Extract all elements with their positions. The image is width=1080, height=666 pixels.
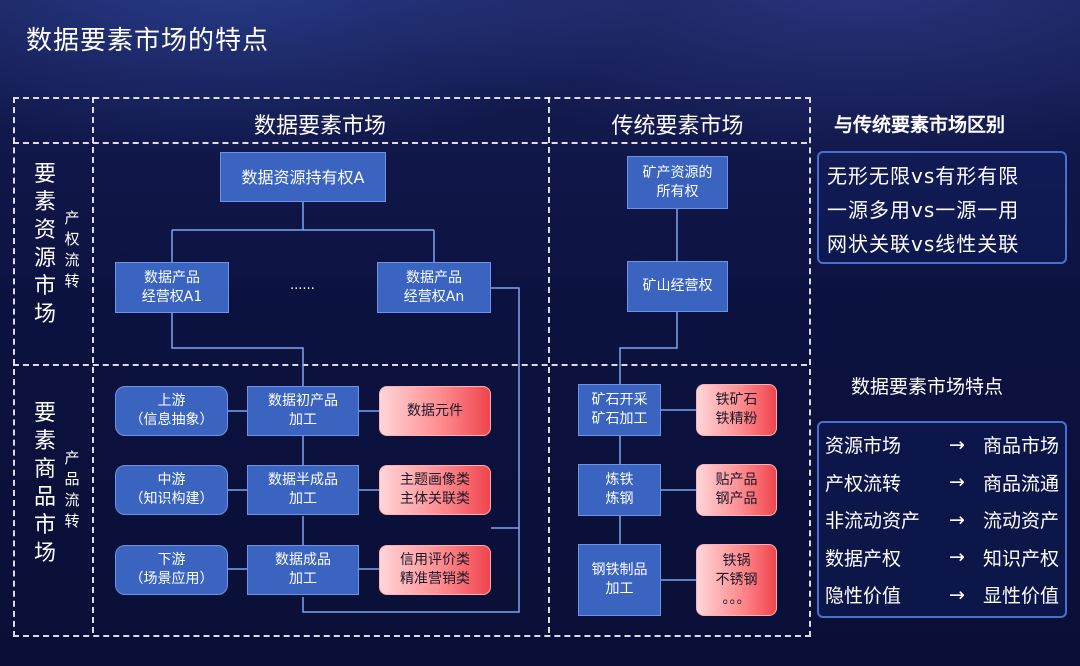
arrow-right-icon: →	[949, 433, 965, 456]
resource-market-row-label: 要素资源市场	[33, 162, 56, 327]
difference-item: 网状关联vs线性关联	[827, 232, 1020, 256]
feature-row: 非流动资产 → 流动资产	[825, 501, 1063, 539]
data-finished-product-processing-box: 数据成品 加工	[247, 545, 359, 595]
features-panel: 资源市场 → 商品市场 产权流转 → 商品流通 非流动资产 → 流动资产 数据产…	[817, 421, 1067, 618]
data-primary-product-processing-box: 数据初产品 加工	[247, 386, 359, 436]
data-ownership-box: 数据资源持有权A	[220, 152, 386, 202]
arrow-right-icon: →	[949, 508, 965, 531]
page-title: 数据要素市场的特点	[26, 26, 270, 56]
mineral-ownership-box: 矿产资源的 所有权	[627, 156, 728, 209]
credit-marketing-output-box: 信用评价类 精准营销类	[379, 545, 491, 595]
arrow-right-icon: →	[949, 471, 965, 494]
downstream-stage-box: 下游 （场景应用）	[115, 545, 228, 595]
feature-to: 知识产权	[982, 547, 1059, 570]
steel-goods-processing-box: 钢铁制品 加工	[578, 544, 661, 616]
property-transfer-label: 产权流转	[64, 209, 80, 290]
traditional-market-column-header: 传统要素市场	[611, 114, 744, 139]
product-transfer-label: 产品流转	[64, 449, 80, 530]
data-semi-product-processing-box: 数据半成品 加工	[247, 465, 359, 515]
topic-portrait-output-box: 主题画像类 主体关联类	[379, 465, 491, 515]
feature-from: 资源市场	[825, 435, 902, 458]
features-heading: 数据要素市场特点	[851, 376, 1004, 398]
feature-from: 数据产权	[825, 547, 902, 570]
feature-from: 产权流转	[825, 472, 902, 495]
difference-panel: 无形无限vs有形有限 一源多用vs一源一用 网状关联vs线性关联	[817, 151, 1067, 264]
feature-row: 产权流转 → 商品流通	[825, 464, 1063, 502]
difference-heading: 与传统要素市场区别	[834, 114, 1006, 136]
feature-to: 显性价值	[982, 585, 1059, 608]
difference-item: 无形无限vs有形有限	[827, 164, 1020, 188]
feature-row: 隐性价值 → 显性价值	[825, 576, 1063, 614]
arrow-right-icon: →	[949, 546, 965, 569]
ore-mining-processing-box: 矿石开采 矿石加工	[578, 384, 661, 436]
data-operation-right-an-box: 数据产品 经营权An	[377, 262, 491, 313]
data-operation-right-a1-box: 数据产品 经营权A1	[115, 262, 229, 313]
pot-stainless-output-box: 铁锅 不锈钢 。。。	[696, 544, 777, 616]
data-element-output-box: 数据元件	[379, 386, 491, 436]
difference-item: 一源多用vs一源一用	[827, 198, 1020, 222]
ellipsis-text: ......	[290, 278, 315, 293]
feature-row: 数据产权 → 知识产权	[825, 539, 1063, 577]
feature-row: 资源市场 → 商品市场	[825, 426, 1063, 464]
midstream-stage-box: 中游 （知识构建）	[115, 465, 228, 515]
arrow-right-icon: →	[949, 583, 965, 606]
iron-ore-output-box: 铁矿石 铁精粉	[696, 384, 777, 436]
feature-to: 商品市场	[982, 435, 1059, 458]
feature-from: 非流动资产	[825, 510, 921, 533]
feature-to: 商品流通	[982, 472, 1059, 495]
commodity-market-row-label: 要素商品市场	[33, 401, 56, 566]
mine-operation-right-box: 矿山经营权	[627, 261, 728, 312]
iron-steel-making-box: 炼铁 炼钢	[578, 464, 661, 516]
steel-product-output-box: 贴产品 钢产品	[696, 464, 777, 516]
data-market-column-header: 数据要素市场	[253, 114, 386, 139]
upstream-stage-box: 上游 （信息抽象）	[115, 386, 228, 436]
feature-to: 流动资产	[982, 510, 1059, 533]
feature-from: 隐性价值	[825, 585, 902, 608]
